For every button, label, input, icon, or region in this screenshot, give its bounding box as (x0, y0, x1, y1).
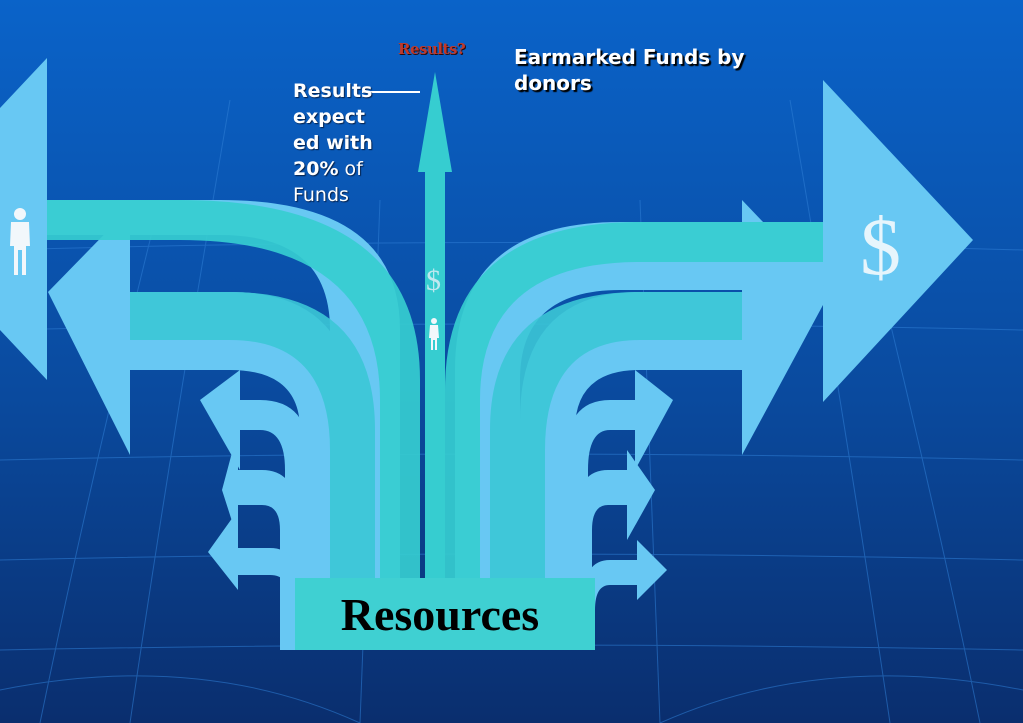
center-up-arrow (418, 72, 452, 650)
right-arrow-small-3 (583, 540, 667, 650)
resources-label: Resources (340, 589, 540, 640)
earmarked-funds-label: Earmarked Funds by donors (514, 45, 745, 95)
results-line3: ed with (293, 132, 373, 154)
person-icon-left (10, 208, 30, 275)
dollar-icon-small: $ (426, 264, 441, 297)
person-icon-center (429, 318, 439, 350)
results-percent: 20% (293, 158, 339, 180)
results-of: of (344, 158, 363, 180)
results-line5: Funds (293, 184, 349, 206)
results-line2: expect (293, 106, 365, 128)
right-arrow-small-2 (575, 450, 655, 650)
left-arrow-small-2 (222, 430, 298, 650)
resources-base (295, 578, 595, 650)
dollar-icon-large: $ (860, 201, 901, 292)
results-line1: Results (293, 80, 373, 102)
right-teal-stream-2 (490, 292, 742, 650)
right-arrow-small-1 (565, 370, 673, 650)
left-arrow-small-1 (200, 370, 310, 650)
left-arrow-small-3 (208, 510, 300, 650)
results-question-label: Results? (398, 40, 466, 58)
results-expected-label: Results expect ed with 20% of Funds (293, 78, 393, 208)
right-arrow-large (455, 80, 973, 650)
